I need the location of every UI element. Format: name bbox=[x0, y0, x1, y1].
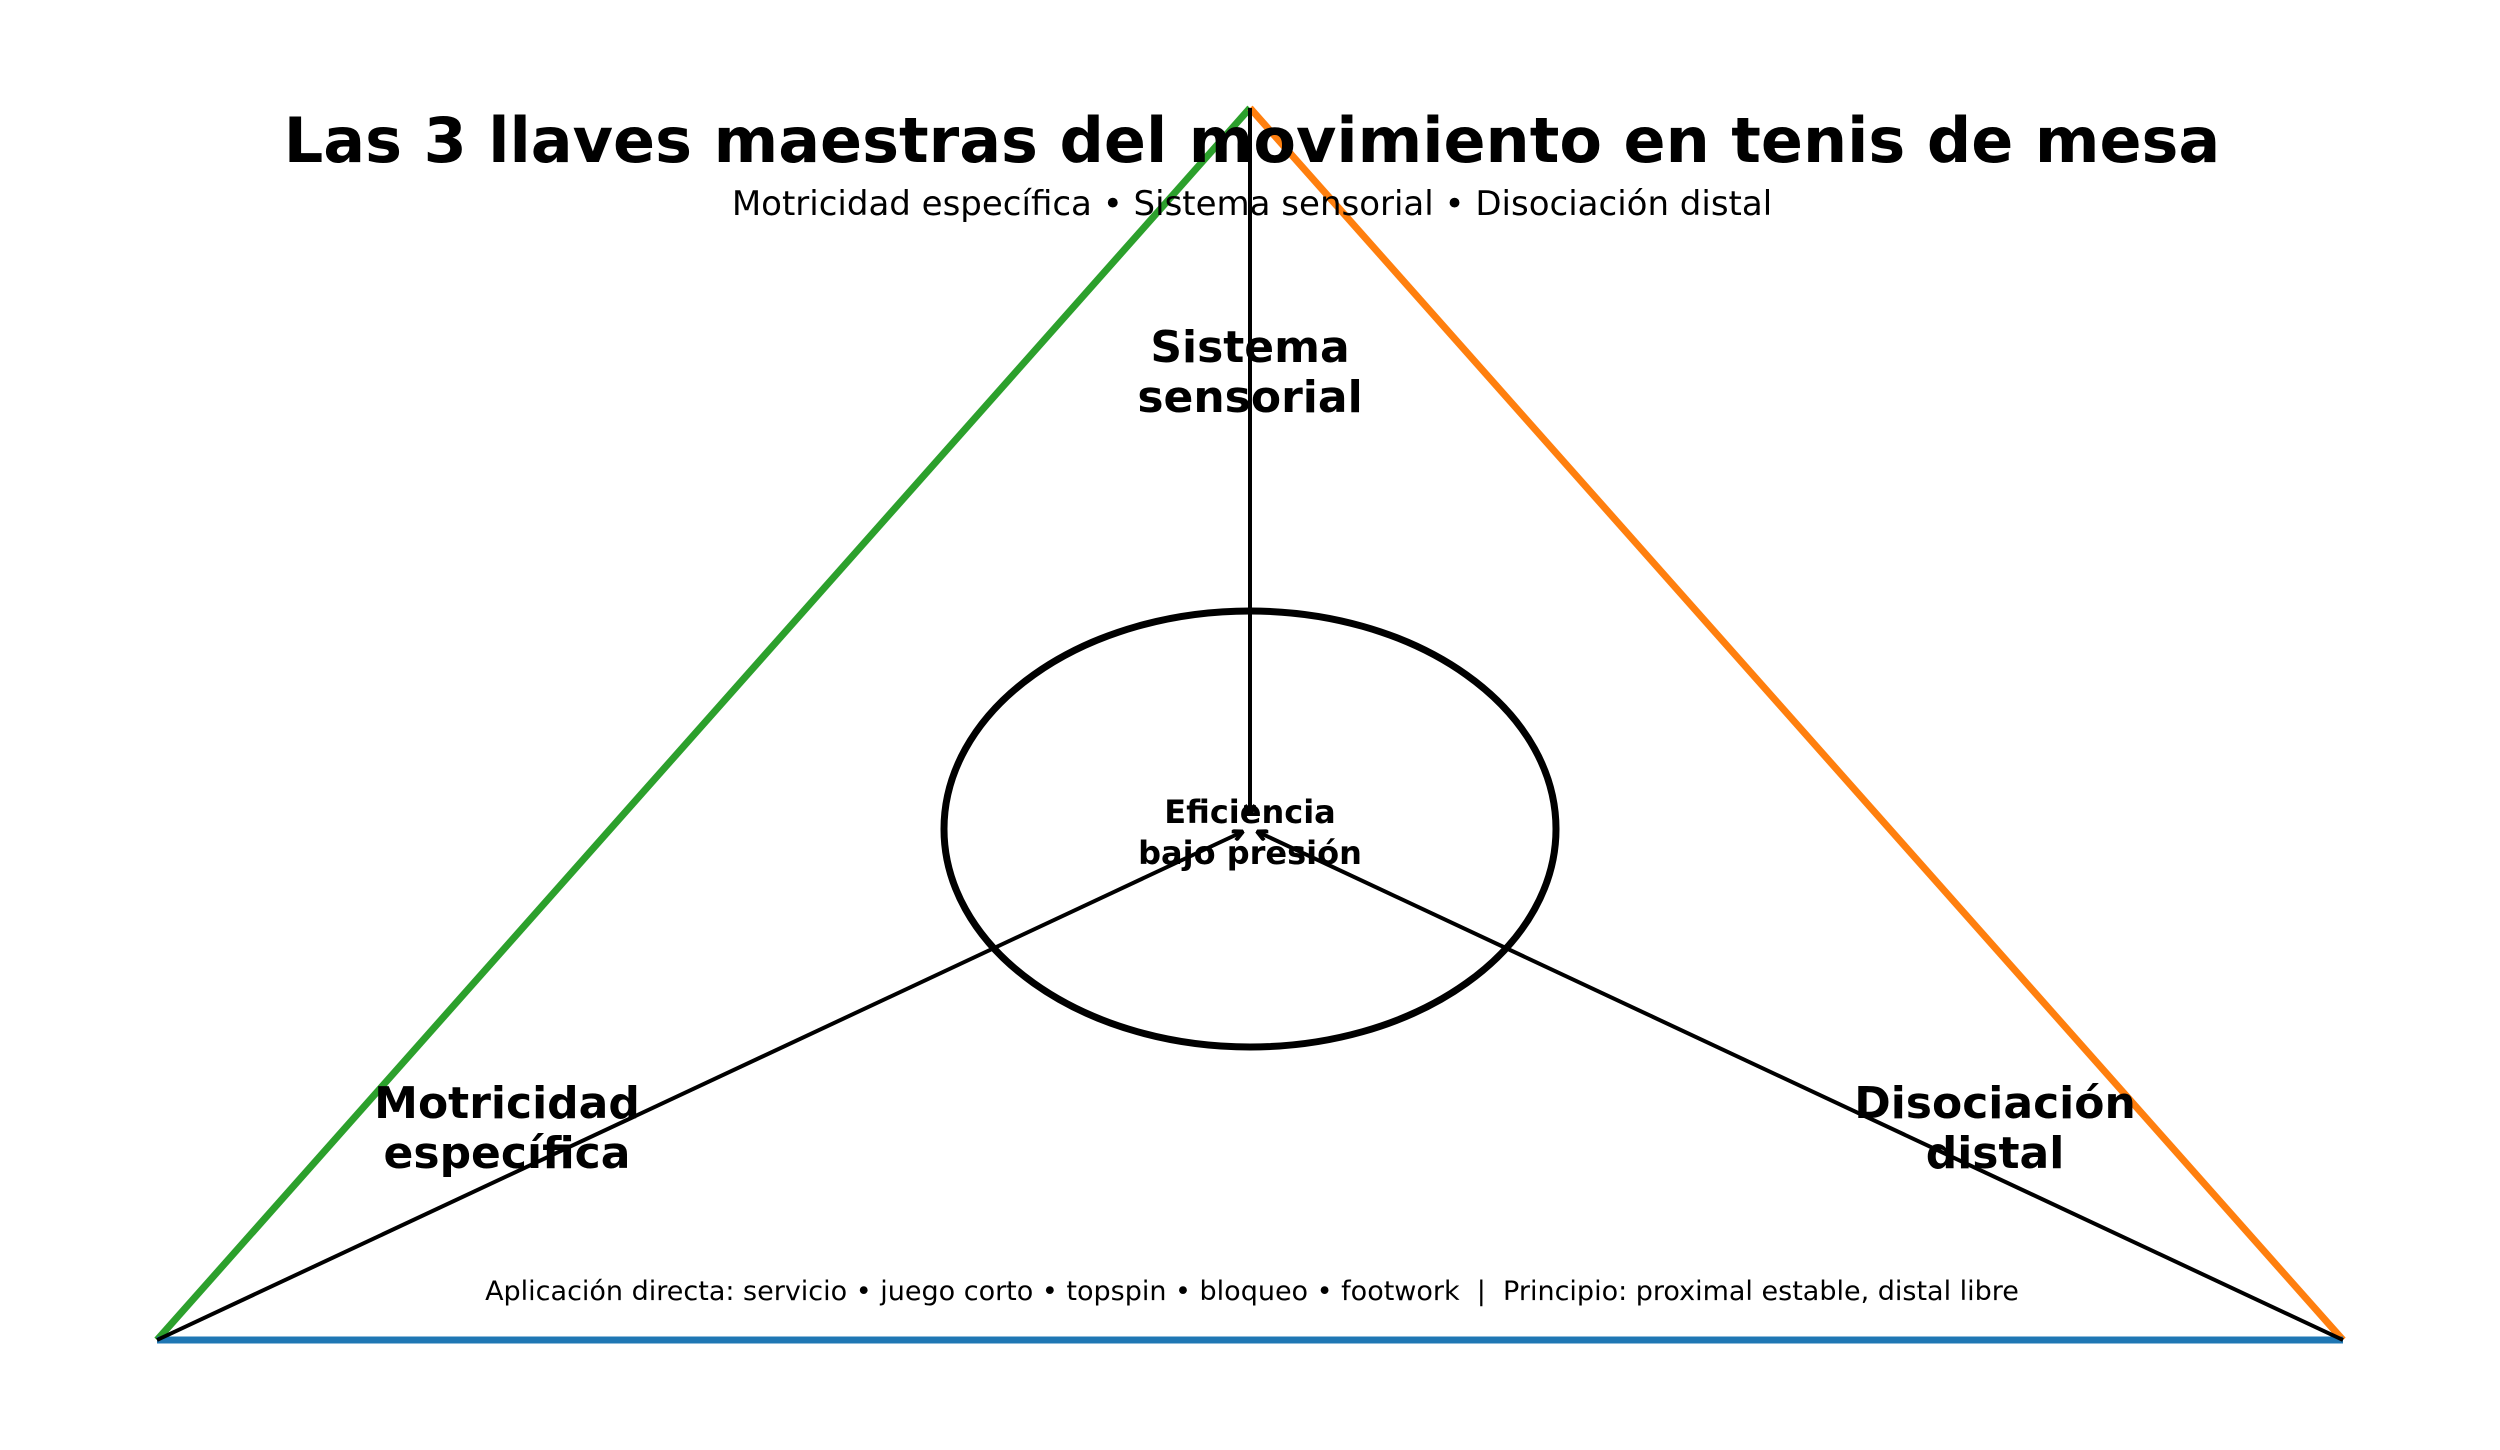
label-disociacion-distal-line2: distal bbox=[1926, 1128, 2065, 1179]
label-motricidad-especifica-line1: Motricidad bbox=[374, 1078, 640, 1129]
label-disociacion-distal-line1: Disociación bbox=[1854, 1078, 2136, 1129]
label-sistema-sensorial-line2: sensorial bbox=[1137, 372, 1362, 423]
label-eficiencia-line2: bajo presión bbox=[1138, 834, 1362, 872]
label-motricidad-especifica-line2: específica bbox=[384, 1128, 631, 1179]
arrow-left-to-center bbox=[156, 832, 1242, 1342]
diagram-subtitle: Motricidad específica • Sistema sensoria… bbox=[732, 184, 1772, 224]
edge-motricidad bbox=[154, 105, 1253, 1343]
diagram-title: Las 3 llaves maestras del movimiento en … bbox=[284, 104, 2221, 177]
arrow-right-to-center bbox=[1258, 832, 2344, 1342]
label-eficiencia-line1: Eficiencia bbox=[1164, 793, 1336, 831]
label-sistema-sensorial-line1: Sistema bbox=[1150, 322, 1349, 373]
footer-note: Aplicación directa: servicio • juego cor… bbox=[485, 1276, 2019, 1307]
edge-disociacion bbox=[1247, 105, 2346, 1343]
